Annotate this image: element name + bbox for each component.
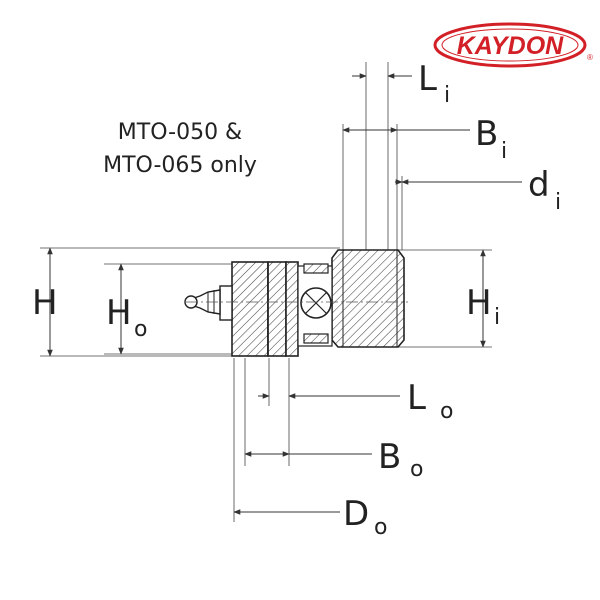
svg-text:H: H	[466, 283, 492, 323]
svg-text:B: B	[378, 437, 401, 477]
svg-text:o: o	[374, 515, 387, 540]
svg-text:o: o	[440, 399, 453, 424]
svg-text:o: o	[410, 457, 423, 482]
svg-text:i: i	[555, 190, 561, 215]
label-di: d i	[528, 165, 561, 215]
svg-text:H: H	[32, 283, 58, 323]
registered-mark: ®	[587, 53, 593, 62]
svg-text:o: o	[134, 317, 147, 342]
inner-ring	[331, 249, 405, 348]
label-Hi: H i	[466, 283, 500, 330]
label-Li: L i	[418, 59, 450, 108]
model-note-line2: MTO-065 only	[103, 153, 257, 178]
label-Bi: B i	[475, 114, 507, 164]
label-H: H	[32, 283, 58, 323]
grease-fitting	[184, 285, 233, 321]
svg-text:d: d	[528, 165, 550, 205]
label-Do: D o	[343, 494, 387, 540]
svg-text:L: L	[407, 378, 426, 418]
svg-text:i: i	[444, 83, 450, 108]
label-Bo: B o	[378, 437, 423, 482]
model-note-line1: MTO-050 &	[117, 120, 243, 145]
svg-text:i: i	[501, 139, 507, 164]
kaydon-logo: KAYDON ®	[433, 22, 593, 68]
outer-ring	[231, 261, 299, 357]
svg-text:i: i	[494, 305, 500, 330]
ball-cage	[297, 263, 333, 347]
label-Lo: L o	[407, 378, 453, 424]
logo-text: KAYDON	[457, 32, 564, 60]
svg-text:B: B	[475, 114, 498, 154]
svg-text:L: L	[418, 59, 437, 99]
label-Ho: H o	[106, 293, 147, 342]
svg-text:D: D	[343, 494, 369, 534]
svg-text:H: H	[106, 293, 132, 333]
